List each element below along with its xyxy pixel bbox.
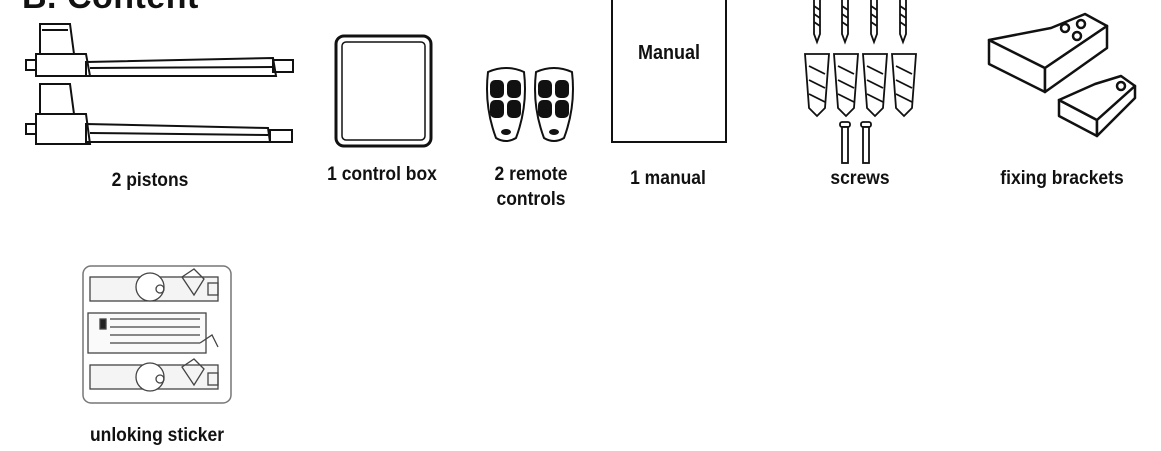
caption-control-box: 1 control box <box>327 164 437 185</box>
control-box-illustration <box>334 34 433 148</box>
caption-pistons: 2 pistons <box>111 170 189 191</box>
caption-screws: screws <box>830 168 890 189</box>
remote-controls-illustration <box>486 67 574 142</box>
control-box-item: 1 control box <box>320 34 450 194</box>
fixing-brackets-item: fixing brackets <box>985 8 1145 200</box>
caption-manual: 1 manual <box>630 168 706 189</box>
unlocking-sticker-item: unloking sticker <box>82 265 242 451</box>
pistons-item: 2 pistons <box>18 20 300 191</box>
unlocking-sticker-illustration <box>82 265 232 404</box>
fixing-brackets-illustration <box>987 12 1137 138</box>
screws-illustration <box>804 0 917 164</box>
screws-item: screws <box>795 0 925 200</box>
remote-controls-item: 2 remote controls <box>470 66 590 216</box>
section-title: B. Content <box>22 0 199 17</box>
manual-cover-text: Manual <box>637 42 701 64</box>
caption-unlocking-sticker: unloking sticker <box>89 425 225 446</box>
caption-remote-controls: 2 remote controls <box>494 164 568 210</box>
manual-illustration <box>611 0 727 143</box>
piston-illustration <box>25 23 294 145</box>
caption-fixing-brackets: fixing brackets <box>1000 168 1124 189</box>
manual-item: Manual 1 manual <box>610 0 728 200</box>
